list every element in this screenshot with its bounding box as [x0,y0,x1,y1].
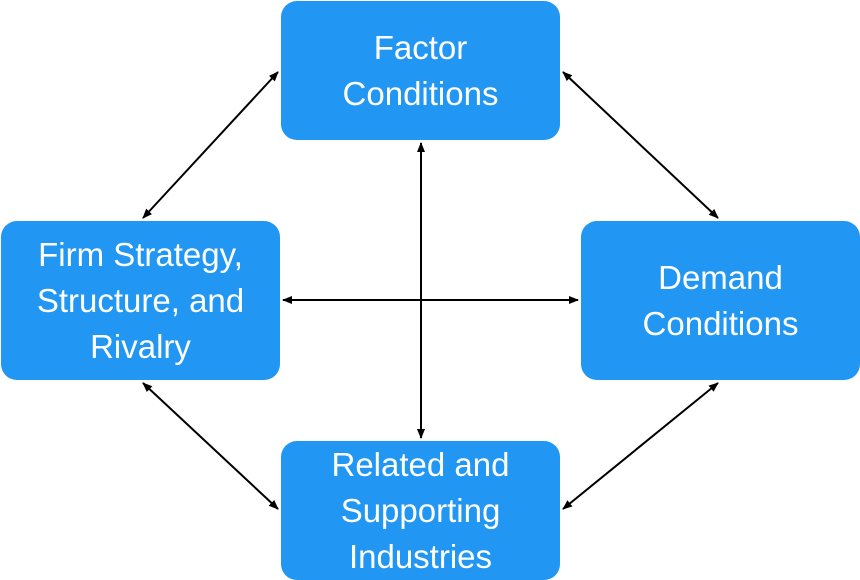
edge-factor-demand [562,71,719,219]
node-demand-conditions: Demand Conditions [581,221,860,380]
node-related-industries: Related and Supporting Industries [281,441,560,580]
node-label: Related and Supporting Industries [331,445,510,575]
node-label: Factor Conditions [342,28,499,112]
node-label: Firm Strategy, Structure, and Rivalry [36,235,245,365]
node-firm-strategy: Firm Strategy, Structure, and Rivalry [1,221,280,380]
node-label: Demand Conditions [642,258,799,342]
edge-firm-related [142,382,279,510]
edge-demand-related [562,382,719,510]
node-factor-conditions: Factor Conditions [281,1,560,140]
edge-factor-firm [142,71,279,219]
